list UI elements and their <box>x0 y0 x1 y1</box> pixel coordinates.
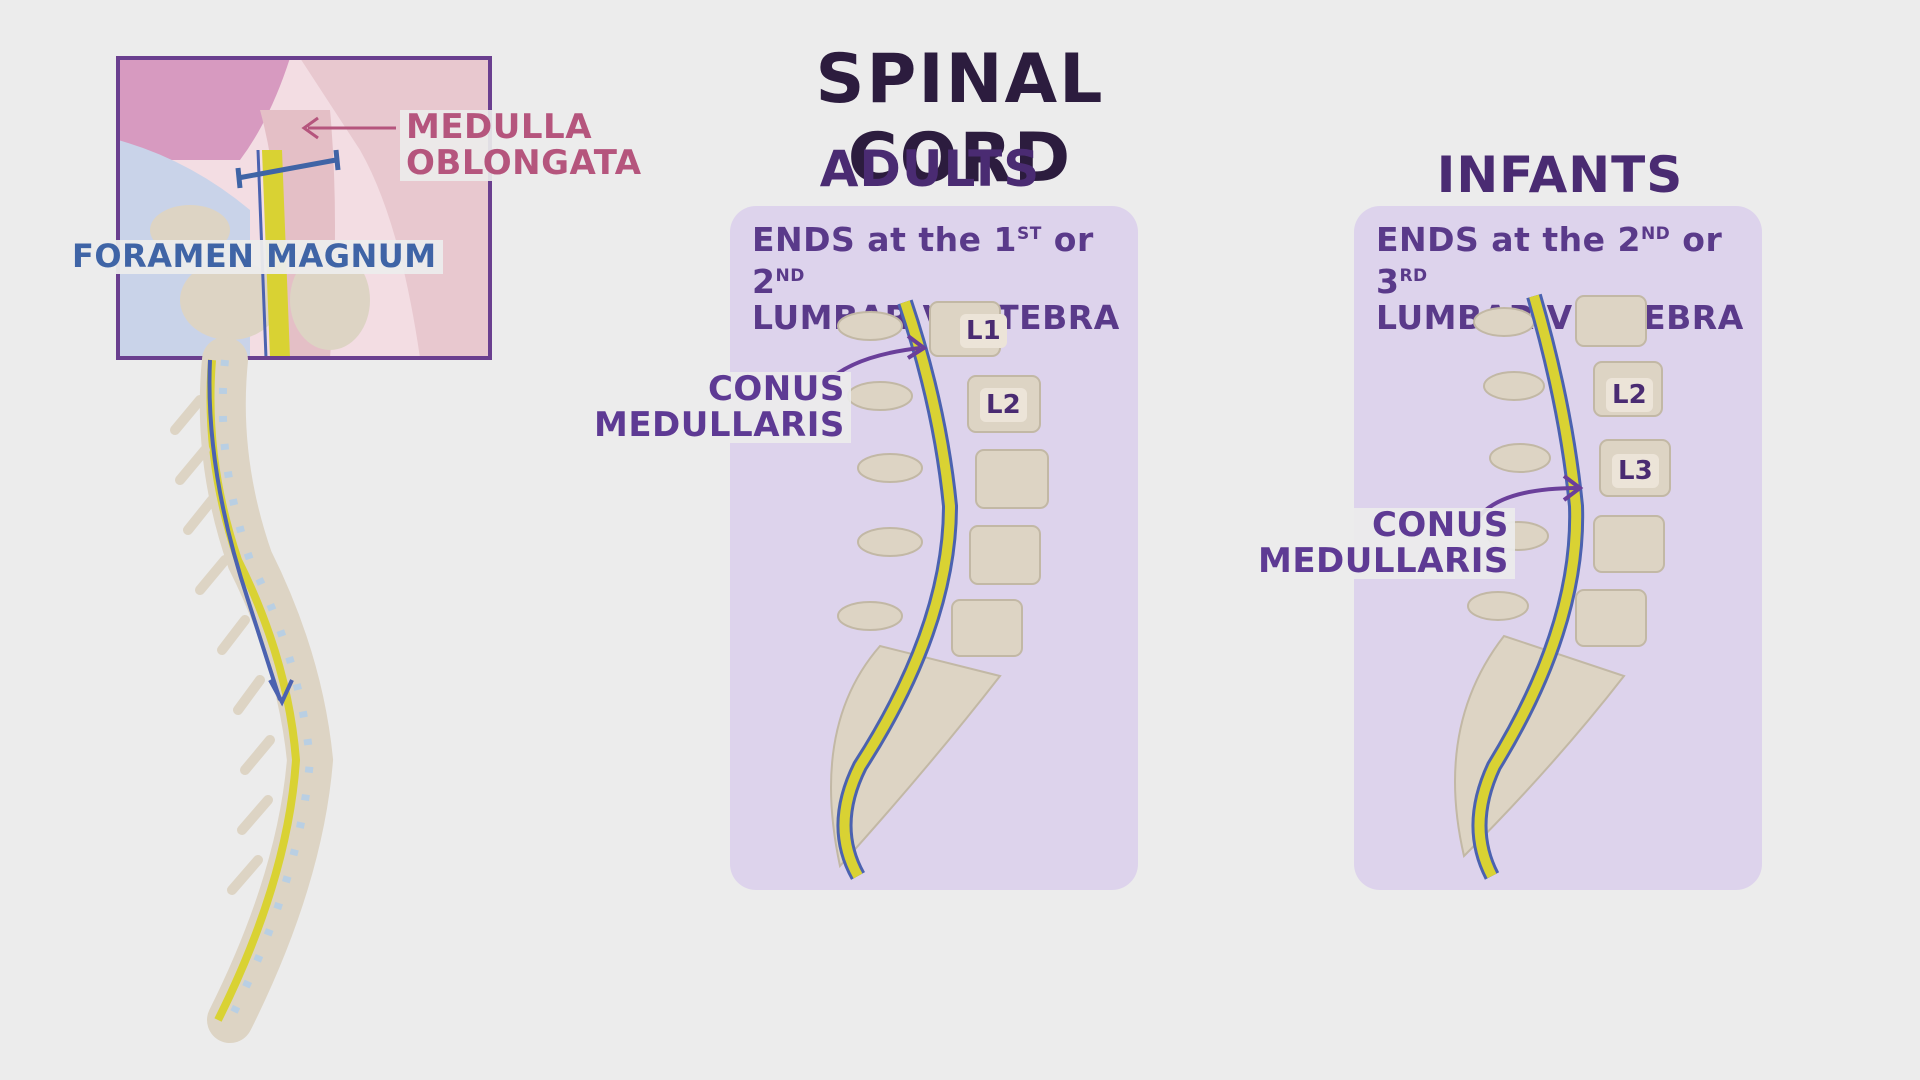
adults-vertebra-label-l1: L1 <box>960 314 1007 348</box>
medulla-label-line1: MEDULLA <box>406 107 593 147</box>
page-title: SPINAL CORD <box>815 40 1105 198</box>
adults-heading: ADULTS <box>819 140 1041 198</box>
adults-cord <box>839 300 956 879</box>
adults-conus-medullaris-label: CONUS MEDULLARIS <box>588 371 851 444</box>
infants-heading: INFANTS <box>1436 146 1684 204</box>
medulla-oblongata-label: MEDULLA OBLONGATA <box>400 107 648 183</box>
foramen-magnum-label: FORAMEN MAGNUM <box>66 239 443 274</box>
infants-conus-medullaris-label: CONUS MEDULLARIS <box>1252 507 1515 580</box>
adults-lumbar-illustration <box>821 299 1049 880</box>
infants-cord <box>1474 294 1582 879</box>
infants-caption: ENDS at the 2ND or 3RD LUMBAR VERTEBRA <box>1376 220 1744 337</box>
infants-vertebra-label-l3: L3 <box>1612 454 1659 488</box>
adults-panel: ENDS at the 1ST or 2ND LUMBAR VERTEBRA <box>730 206 1138 890</box>
adults-vertebra-label-l2: L2 <box>980 388 1027 422</box>
brainstem-inset <box>116 56 492 360</box>
adults-vertebrae <box>830 301 1049 869</box>
infants-vertebra-label-l2: L2 <box>1606 378 1653 412</box>
spine-column <box>170 337 334 1043</box>
medulla-label-line2: OBLONGATA <box>406 142 642 183</box>
